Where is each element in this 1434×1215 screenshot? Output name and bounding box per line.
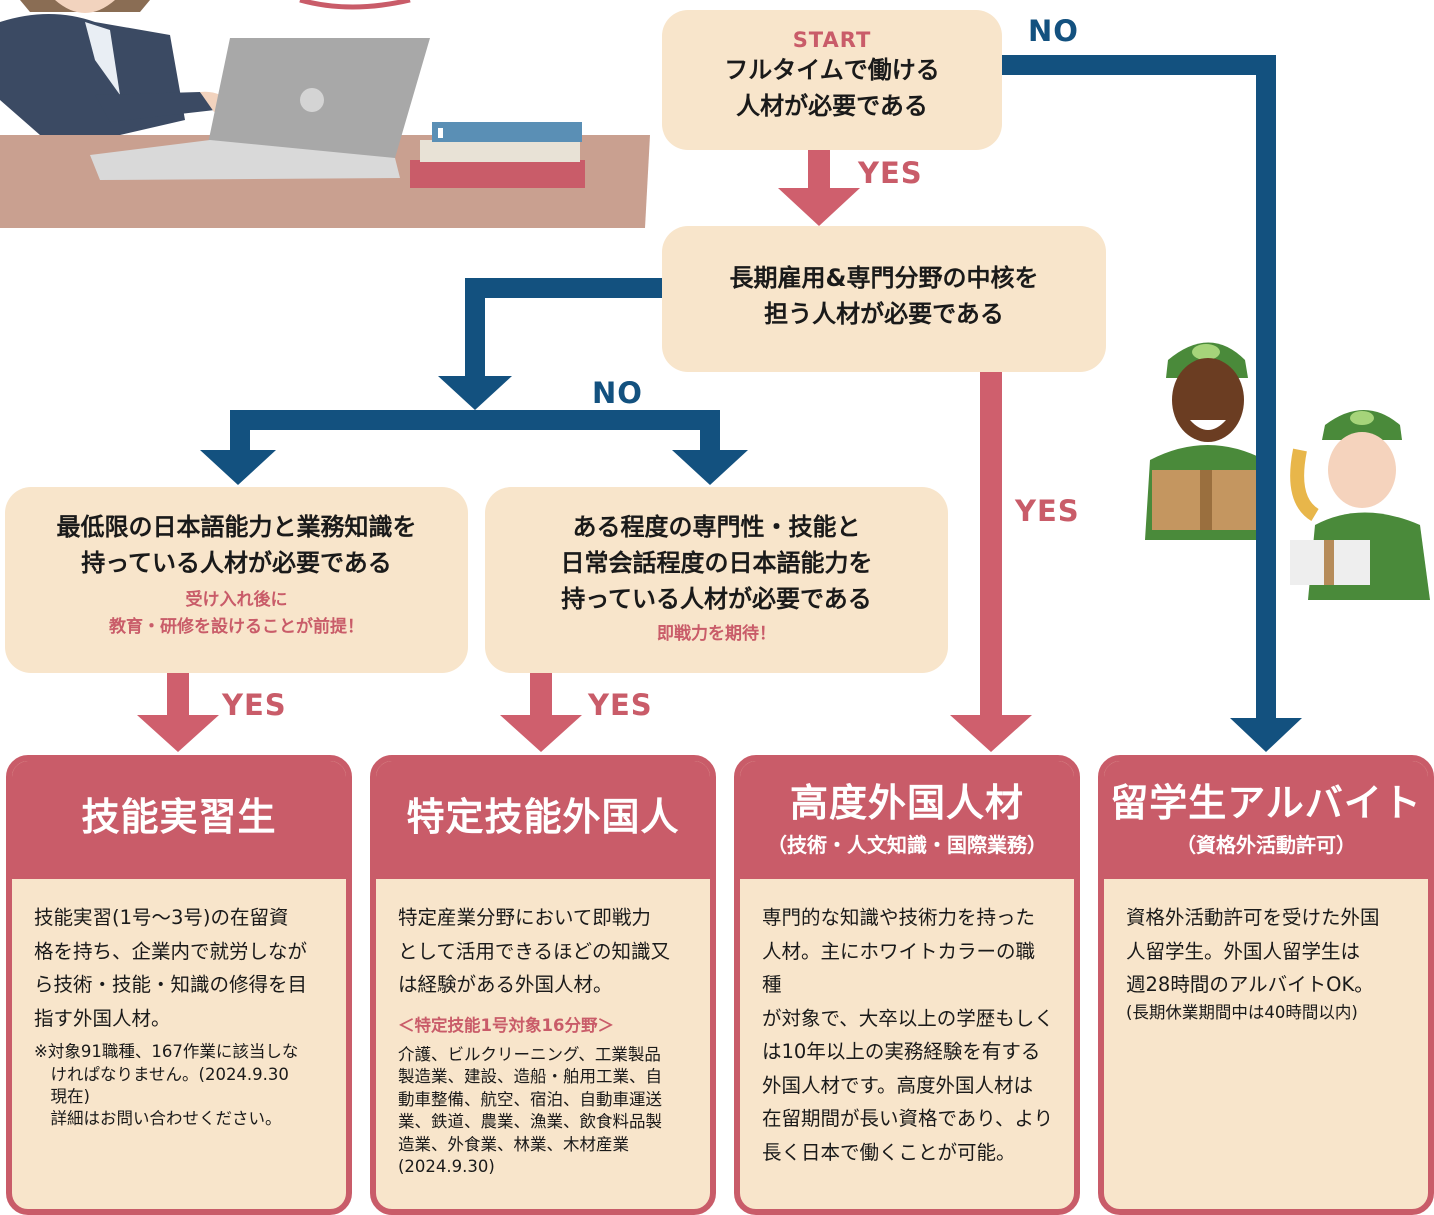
- card-4-subtitle: （資格外活動許可）: [1176, 832, 1356, 857]
- card-2-field-line: 動車整備、航空、宿泊、自動車運送: [398, 1089, 662, 1109]
- card-1-header: 技能実習生: [12, 761, 346, 879]
- card-2-field-line: 造業、外食業、林業、木材産業: [398, 1134, 629, 1154]
- card-3-body-line: 在留期間が長い資格であり、より: [762, 1107, 1054, 1131]
- card-1-body-line: 格を持ち、企業内で就労しなが: [34, 939, 308, 963]
- label-yes-1: YES: [858, 156, 923, 190]
- office-worker-illustration: [0, 0, 650, 228]
- card-3-subtitle: （技術・人文知識・国際業務）: [767, 832, 1047, 857]
- card-3-body-line: 人材。主にホワイトカラーの職種: [762, 939, 1036, 997]
- card-4-note: (長期休業期間中は40時間以内): [1126, 1002, 1358, 1022]
- label-yes-center: YES: [588, 688, 653, 722]
- card-4-header: 留学生アルバイト （資格外活動許可）: [1104, 761, 1428, 879]
- card-technical-intern: 技能実習生 技能実習(1号～3号)の在留資 格を持ち、企業内で就労しなが ら技術…: [6, 755, 352, 1215]
- card-2-title: 特定技能外国人: [406, 795, 680, 839]
- question-specialized-skill: ある程度の専門性・技能と 日常会話程度の日本語能力を 持っている人材が必要である…: [485, 487, 948, 673]
- card-3-body: 専門的な知識や技術力を持った 人材。主にホワイトカラーの職種 が対象で、大卒以上…: [740, 879, 1074, 1169]
- card-2-field-line: 製造業、建設、造船・舶用工業、自: [398, 1067, 662, 1087]
- card-4-title: 留学生アルバイト: [1110, 781, 1422, 825]
- card-highly-skilled: 高度外国人材 （技術・人文知識・国際業務） 専門的な知識や技術力を持った 人材。…: [734, 755, 1080, 1215]
- question-long-term: 長期雇用&専門分野の中核を 担う人材が必要である: [662, 226, 1106, 372]
- card-4-body-line: 資格外活動許可を受けた外国: [1126, 906, 1380, 929]
- card-3-title: 高度外国人材: [789, 781, 1024, 825]
- card-4-body-line: 週28時間のアルバイトOK。: [1126, 973, 1374, 997]
- question-3-line-1: 最低限の日本語能力と業務知識を: [56, 513, 417, 541]
- card-1-body: 技能実習(1号～3号)の在留資 格を持ち、企業内で就労しなが ら技術・技能・知識…: [12, 879, 346, 1131]
- card-1-note-line: 詳細はお問い合わせください。: [34, 1109, 282, 1129]
- card-2-body: 特定産業分野において即戦力 として活用できるほどの知識又 は経験がある外国人材。…: [376, 879, 710, 1179]
- card-3-body-line: 長く日本で働くことが可能。: [762, 1140, 1016, 1164]
- arrow-no-top: [1000, 55, 1302, 752]
- card-3-header: 高度外国人材 （技術・人文知識・国際業務）: [740, 761, 1074, 879]
- card-1-title: 技能実習生: [81, 795, 277, 839]
- card-2-sub-heading: ＜特定技能1号対象16分野＞: [398, 1015, 614, 1035]
- question-start: START フルタイムで働ける 人材が必要である: [662, 10, 1002, 150]
- arrow-yes-left: [137, 673, 219, 752]
- question-1-line-2: 人材が必要である: [736, 92, 928, 120]
- question-basic-japanese: 最低限の日本語能力と業務知識を 持っている人材が必要である 受け入れ後に 教育・…: [5, 487, 468, 673]
- question-2-line-1: 長期雇用&専門分野の中核を: [729, 264, 1039, 292]
- card-1-note-line: 現在): [34, 1087, 90, 1106]
- card-1-body-line: 技能実習(1号～3号)の在留資: [34, 906, 289, 929]
- card-2-field-line: 介護、ビルクリーニング、工業製品: [398, 1044, 661, 1064]
- card-3-body-line: は10年以上の実務経験を有する: [762, 1040, 1041, 1064]
- card-2-header: 特定技能外国人: [376, 761, 710, 879]
- question-3-note-1: 受け入れ後に: [185, 590, 288, 610]
- question-4-line-3: 持っている人材が必要である: [561, 585, 872, 613]
- card-2-body-line: は経験がある外国人材。: [398, 973, 613, 997]
- card-student-part-time: 留学生アルバイト （資格外活動許可） 資格外活動許可を受けた外国 人留学生。外国…: [1098, 755, 1434, 1215]
- question-4-line-1: ある程度の専門性・技能と: [572, 513, 861, 541]
- arrow-yes-right: [950, 372, 1032, 752]
- label-yes-left: YES: [222, 688, 287, 722]
- card-2-fields: 介護、ビルクリーニング、工業製品 製造業、建設、造船・舶用工業、自 動車整備、航…: [398, 1044, 690, 1179]
- card-1-body-line: 指す外国人材。: [34, 1006, 171, 1030]
- card-3-body-line: 専門的な知識や技術力を持った: [762, 906, 1036, 929]
- arrow-no-mid: [200, 278, 748, 485]
- question-4-line-2: 日常会話程度の日本語能力を: [560, 549, 873, 577]
- card-2-field-line: (2024.9.30): [398, 1157, 495, 1177]
- card-1-notes: ※対象91職種、167作業に該当しな けれぱなりません。(2024.9.30 現…: [34, 1041, 326, 1131]
- card-2-body-line: として活用できるほどの知識又: [398, 939, 671, 963]
- question-3-line-2: 持っている人材が必要である: [81, 549, 392, 577]
- question-4-note: 即戦力を期待！: [657, 624, 776, 644]
- card-2-field-line: 業、鉄道、農業、漁業、飲食料品製: [398, 1112, 662, 1132]
- card-4-body-line: 人留学生。外国人留学生は: [1126, 939, 1361, 963]
- question-2-line-2: 担う人材が必要である: [764, 300, 1004, 328]
- arrow-yes-1: [778, 150, 860, 226]
- start-label: START: [792, 28, 872, 52]
- question-1-line-1: フルタイムで働ける: [724, 56, 940, 84]
- card-1-note-line: けれぱなりません。(2024.9.30: [34, 1064, 289, 1084]
- question-3-note-2: 教育・研修を設けることが前提！: [109, 617, 364, 638]
- card-2-body-line: 特定産業分野において即戦力: [398, 906, 651, 929]
- card-3-body-line: 外国人材です。高度外国人材は: [762, 1073, 1034, 1097]
- delivery-workers-illustration: [1145, 342, 1430, 600]
- arrow-yes-center: [500, 673, 582, 752]
- card-4-body: 資格外活動許可を受けた外国 人留学生。外国人留学生は 週28時間のアルバイトOK…: [1104, 879, 1428, 1024]
- label-yes-right: YES: [1015, 494, 1080, 528]
- card-1-body-line: ら技術・技能・知識の修得を目: [34, 973, 308, 997]
- label-no-mid: NO: [592, 376, 643, 410]
- card-1-note-line: ※対象91職種、167作業に該当しな: [34, 1042, 299, 1062]
- card-3-body-line: が対象で、大卒以上の学歴もしく: [762, 1006, 1054, 1030]
- label-no-top: NO: [1028, 14, 1079, 48]
- card-specified-skilled: 特定技能外国人 特定産業分野において即戦力 として活用できるほどの知識又 は経験…: [370, 755, 716, 1215]
